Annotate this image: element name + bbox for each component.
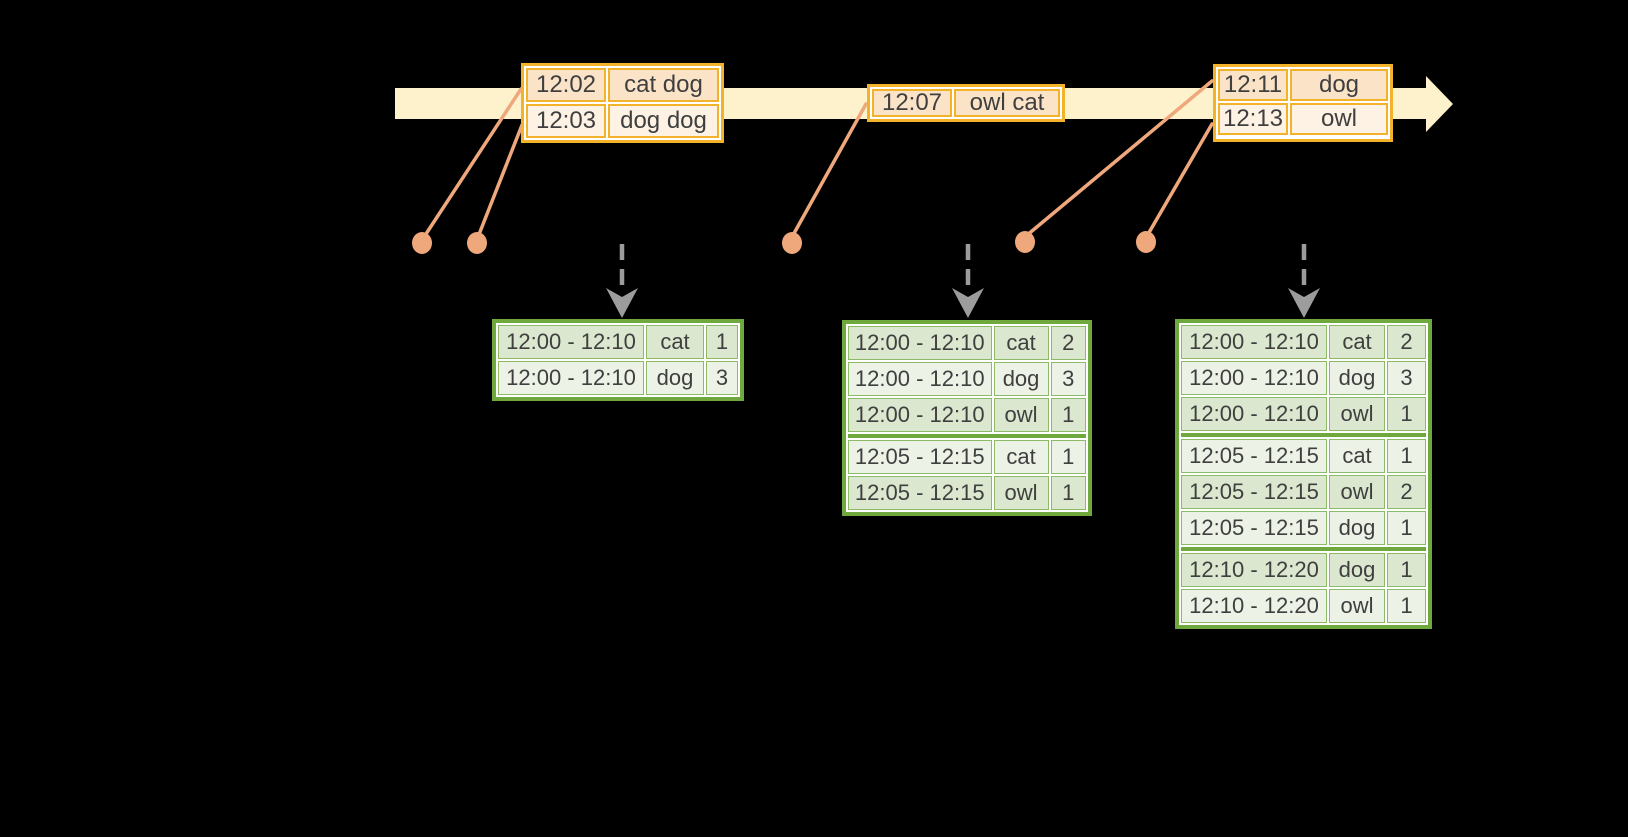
event-row: 12:02 cat dog <box>526 68 719 102</box>
event-row: 12:11 dog <box>1218 69 1388 101</box>
timeline-arrowhead-icon <box>1426 76 1453 132</box>
event-row: 12:03 dog dog <box>526 104 719 138</box>
result-row: 12:05 - 12:15 cat 1 <box>848 440 1086 474</box>
window-group: 12:00 - 12:10 cat 1 12:00 - 12:10 dog 3 <box>498 325 738 395</box>
trigger-arrowhead-icon <box>1288 288 1320 318</box>
event-words-cell: dog <box>1290 69 1388 101</box>
word-cell: cat <box>1329 325 1385 359</box>
connector-line <box>1145 122 1214 238</box>
event-table-2: 12:07 owl cat <box>867 84 1065 122</box>
event-row: 12:13 owl <box>1218 103 1388 135</box>
result-row: 12:10 - 12:20 owl 1 <box>1181 589 1426 623</box>
trigger-arrowhead-icon <box>606 288 638 318</box>
window-cell: 12:10 - 12:20 <box>1181 553 1327 587</box>
count-cell: 1 <box>1387 397 1426 431</box>
window-cell: 12:00 - 12:10 <box>498 325 644 359</box>
event-time-cell: 12:11 <box>1218 69 1288 101</box>
window-cell: 12:00 - 12:10 <box>498 361 644 395</box>
event-dot <box>412 232 432 254</box>
event-time-cell: 12:07 <box>872 89 952 117</box>
count-cell: 1 <box>1050 476 1086 510</box>
event-time-cell: 12:03 <box>526 104 606 138</box>
result-row: 12:00 - 12:10 dog 3 <box>498 361 738 395</box>
window-cell: 12:10 - 12:20 <box>1181 589 1327 623</box>
result-row: 12:05 - 12:15 owl 1 <box>848 476 1086 510</box>
connector-line <box>476 123 524 239</box>
count-cell: 3 <box>1387 361 1426 395</box>
window-cell: 12:05 - 12:15 <box>848 476 992 510</box>
window-cell: 12:00 - 12:10 <box>848 362 992 396</box>
event-dot <box>782 232 802 254</box>
result-row: 12:00 - 12:10 owl 1 <box>848 398 1086 432</box>
count-cell: 3 <box>1050 362 1086 396</box>
word-cell: dog <box>993 362 1049 396</box>
word-cell: cat <box>993 326 1049 360</box>
result-table-1: 12:00 - 12:10 cat 1 12:00 - 12:10 dog 3 <box>492 319 744 401</box>
event-dot <box>1136 231 1156 253</box>
result-row: 12:05 - 12:15 owl 2 <box>1181 475 1426 509</box>
window-cell: 12:05 - 12:15 <box>1181 439 1327 473</box>
count-cell: 1 <box>1050 440 1086 474</box>
result-row: 12:00 - 12:10 cat 2 <box>848 326 1086 360</box>
word-cell: dog <box>1329 511 1385 545</box>
word-cell: owl <box>1329 589 1385 623</box>
result-row: 12:00 - 12:10 owl 1 <box>1181 397 1426 431</box>
word-cell: owl <box>993 398 1049 432</box>
word-cell: dog <box>1329 361 1385 395</box>
word-cell: owl <box>993 476 1049 510</box>
event-time-cell: 12:13 <box>1218 103 1288 135</box>
count-cell: 1 <box>1387 589 1426 623</box>
window-group: 12:05 - 12:15 cat 1 12:05 - 12:15 owl 2 … <box>1181 433 1426 545</box>
event-words-cell: owl <box>1290 103 1388 135</box>
event-time-cell: 12:02 <box>526 68 606 102</box>
event-words-cell: dog dog <box>608 104 719 138</box>
result-row: 12:05 - 12:15 dog 1 <box>1181 511 1426 545</box>
count-cell: 1 <box>1387 553 1426 587</box>
window-cell: 12:00 - 12:10 <box>848 398 992 432</box>
count-cell: 2 <box>1050 326 1086 360</box>
event-table-3: 12:11 dog 12:13 owl <box>1213 64 1393 142</box>
result-row: 12:10 - 12:20 dog 1 <box>1181 553 1426 587</box>
window-group: 12:00 - 12:10 cat 2 12:00 - 12:10 dog 3 … <box>1181 325 1426 431</box>
event-words-cell: owl cat <box>954 89 1060 117</box>
word-cell: cat <box>993 440 1049 474</box>
event-row: 12:07 owl cat <box>872 89 1060 117</box>
word-cell: dog <box>646 361 704 395</box>
event-table-1: 12:02 cat dog 12:03 dog dog <box>521 63 724 143</box>
count-cell: 3 <box>706 361 738 395</box>
count-cell: 2 <box>1387 475 1426 509</box>
window-cell: 12:00 - 12:10 <box>1181 361 1327 395</box>
count-cell: 1 <box>1387 511 1426 545</box>
count-cell: 1 <box>1050 398 1086 432</box>
window-cell: 12:05 - 12:15 <box>848 440 992 474</box>
word-cell: owl <box>1329 475 1385 509</box>
event-dot <box>467 232 487 254</box>
window-group: 12:00 - 12:10 cat 2 12:00 - 12:10 dog 3 … <box>848 326 1086 432</box>
result-table-3: 12:00 - 12:10 cat 2 12:00 - 12:10 dog 3 … <box>1175 319 1432 629</box>
window-group: 12:05 - 12:15 cat 1 12:05 - 12:15 owl 1 <box>848 434 1086 510</box>
result-row: 12:00 - 12:10 dog 3 <box>1181 361 1426 395</box>
event-dot <box>1015 231 1035 253</box>
connector-line <box>790 102 868 239</box>
word-cell: dog <box>1329 553 1385 587</box>
result-row: 12:05 - 12:15 cat 1 <box>1181 439 1426 473</box>
window-cell: 12:00 - 12:10 <box>1181 397 1327 431</box>
window-group: 12:10 - 12:20 dog 1 12:10 - 12:20 owl 1 <box>1181 547 1426 623</box>
window-cell: 12:05 - 12:15 <box>1181 475 1327 509</box>
word-cell: cat <box>1329 439 1385 473</box>
count-cell: 1 <box>706 325 738 359</box>
event-words-cell: cat dog <box>608 68 719 102</box>
window-cell: 12:05 - 12:15 <box>1181 511 1327 545</box>
window-cell: 12:00 - 12:10 <box>848 326 992 360</box>
count-cell: 1 <box>1387 439 1426 473</box>
window-cell: 12:00 - 12:10 <box>1181 325 1327 359</box>
word-cell: cat <box>646 325 704 359</box>
result-row: 12:00 - 12:10 cat 1 <box>498 325 738 359</box>
result-row: 12:00 - 12:10 cat 2 <box>1181 325 1426 359</box>
result-table-2: 12:00 - 12:10 cat 2 12:00 - 12:10 dog 3 … <box>842 320 1092 516</box>
trigger-arrowhead-icon <box>952 288 984 318</box>
result-row: 12:00 - 12:10 dog 3 <box>848 362 1086 396</box>
word-cell: owl <box>1329 397 1385 431</box>
count-cell: 2 <box>1387 325 1426 359</box>
